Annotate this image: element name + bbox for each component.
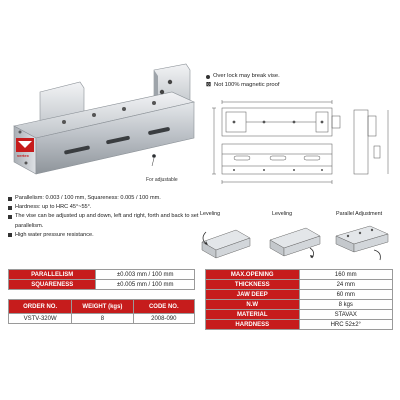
table-header-cell: MATERIAL: [205, 309, 300, 320]
table-header-cell: HARDNESS: [205, 319, 300, 330]
table-cell: ±0.005 mm / 100 mm: [95, 279, 195, 290]
table-header-cell: MAX.OPENING: [205, 269, 300, 280]
table-cell: ±0.003 mm / 100 mm: [95, 269, 195, 280]
parallel-adjust-diagram: [330, 218, 396, 264]
table-row: N.W 8 kgs: [205, 299, 393, 310]
table-header-row: ORDER NO. WEIGHT (kgs) CODE NO.: [7, 299, 196, 314]
cross-icon: ⊠: [206, 82, 212, 88]
table-row: PARALLELISM ±0.003 mm / 100 mm: [7, 269, 195, 280]
table-cell: 8 kgs: [298, 299, 393, 310]
table-header-cell: SQUARENESS: [7, 279, 97, 290]
table-header-cell: THICKNESS: [205, 279, 300, 290]
table-row: VSTV-320W 8 2008-090: [7, 313, 196, 324]
table-cell: STAVAX: [298, 309, 393, 320]
bullet-square-icon: [8, 196, 12, 201]
leveling-diagram-2: [262, 218, 328, 264]
feature-list: Parallelism: 0.003 / 100 mm, Squareness:…: [8, 194, 200, 240]
table-header-cell: ORDER NO.: [7, 299, 73, 314]
table-header-cell: N.W: [205, 299, 300, 310]
table-header-cell: CODE NO.: [132, 299, 196, 314]
table-cell: 160 mm: [298, 269, 393, 280]
table-cell: 2008-090: [132, 313, 196, 324]
table-row: SQUARENESS ±0.005 mm / 100 mm: [7, 279, 195, 290]
drawing-lines: [212, 100, 389, 184]
bullet-dot-icon: [206, 74, 210, 79]
parallel-adjust-label: Parallel Adjustment: [336, 211, 383, 217]
table-row: MATERIAL STAVAX: [205, 309, 393, 320]
note-magnetic: ⊠ Not 100% magnetic proof: [206, 82, 280, 88]
technical-drawing: [204, 96, 398, 192]
leveling-diagram-1: [196, 218, 256, 264]
bullet-square-icon: [8, 214, 12, 219]
leveling-label-2: Leveling: [272, 211, 293, 217]
product-photo: vertex: [4, 62, 200, 182]
brand-text: vertex: [17, 153, 30, 158]
table-row: THICKNESS 24 mm: [205, 279, 393, 290]
feature-item: Hardness: up to HRC 45°~55°.: [8, 203, 200, 212]
table-row: JAW DEEP 60 mm: [205, 289, 393, 300]
table-cell: 60 mm: [298, 289, 393, 300]
feature-item: The vise can be adjusted up and down, le…: [8, 212, 200, 230]
table-header-cell: WEIGHT (kgs): [71, 299, 134, 314]
accuracy-table: PARALLELISM ±0.003 mm / 100 mm SQUARENES…: [7, 269, 195, 290]
bullet-square-icon: [8, 233, 12, 238]
bullet-square-icon: [8, 205, 12, 210]
feature-item: High water pressure resistance.: [8, 231, 200, 240]
table-cell: HRC 52±2°: [298, 319, 393, 330]
table-row: MAX.OPENING 160 mm: [205, 269, 393, 280]
feature-item: Parallelism: 0.003 / 100 mm, Squareness:…: [8, 194, 200, 203]
leveling-label-1: Leveling: [200, 211, 221, 217]
note-over-lock: Over lock may break vise.: [206, 72, 280, 81]
table-header-cell: PARALLELISM: [7, 269, 97, 280]
table-cell: 24 mm: [298, 279, 393, 290]
table-row: HARDNESS HRC 52±2°: [205, 319, 393, 330]
table-cell: VSTV-320W: [7, 313, 73, 324]
table-cell: 8: [71, 313, 134, 324]
table-header-cell: JAW DEEP: [205, 289, 300, 300]
adjust-label: For adjustable: [146, 177, 178, 183]
top-notes: Over lock may break vise. ⊠ Not 100% mag…: [206, 72, 280, 90]
specs-table: MAX.OPENING 160 mm THICKNESS 24 mm JAW D…: [205, 269, 393, 330]
order-table: ORDER NO. WEIGHT (kgs) CODE NO. VSTV-320…: [7, 299, 196, 324]
vise-illustration: vertex: [13, 63, 195, 175]
